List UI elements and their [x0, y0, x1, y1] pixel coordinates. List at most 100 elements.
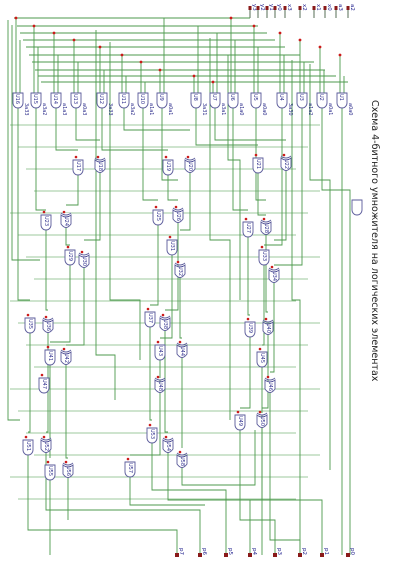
adder-gate-u26: U26: [172, 207, 184, 223]
junction-dots: [14, 16, 342, 464]
input-pin-x0: x0: [323, 4, 332, 11]
output-pin-p3: p3: [273, 548, 282, 557]
gate-sub: a1a2: [307, 103, 313, 116]
input-pin-x2: x2: [298, 4, 307, 11]
schematic-title: Схема 4-битного умножителя на логических…: [369, 100, 380, 382]
adder-gate-u21: U21: [252, 157, 264, 174]
gate-name: U50: [259, 416, 265, 426]
adder-gate-u27: U27: [242, 221, 254, 238]
gate-name: U21: [255, 159, 261, 169]
adder-gate-u42: U42: [60, 349, 72, 365]
output-label: p4: [251, 548, 257, 555]
output-pin-p0: p0: [346, 548, 355, 557]
output-label: p3: [276, 548, 282, 555]
gate-sub: a0a3: [81, 103, 87, 116]
output-pin-p4: p4: [248, 548, 257, 557]
gate-name: U4: [278, 94, 284, 101]
adder-gate-u28: U28: [260, 219, 272, 235]
gate-name: U30: [81, 256, 87, 266]
adder-gate-u52: U52: [40, 437, 52, 453]
input-label: a3: [337, 4, 343, 11]
gate-name: U51: [25, 441, 31, 451]
adder-gate-u51: U51: [22, 439, 34, 456]
adder-gate-u57: U57: [124, 461, 136, 478]
gate-sub: a1a0: [238, 103, 244, 116]
gate-name: U58: [179, 456, 185, 466]
gate-sub: a3a1: [220, 103, 226, 116]
output-label: p5: [227, 548, 233, 555]
gate-name: U16: [14, 94, 20, 104]
gate-name: U47: [41, 379, 47, 389]
output-label: p6: [201, 548, 207, 555]
adder-gate-u55: U55: [44, 464, 56, 481]
adder-gate-u48: U48: [154, 377, 166, 393]
adder-gate-u43: U43: [154, 344, 166, 361]
adder-gate-u38: U38: [159, 315, 171, 331]
input-label: x2: [301, 4, 307, 11]
adder-gate-u46: U46: [264, 377, 276, 393]
adder-gate-u39: U39: [244, 321, 256, 338]
adder-gate-u18: U18: [94, 157, 106, 173]
gate-name: U9: [158, 94, 164, 101]
adder-gate-u58: U58: [176, 452, 188, 468]
adder-gate-u33: U33: [258, 249, 270, 266]
adder-gate-u34: U34: [268, 267, 280, 283]
adder-gate-u36: U36: [42, 317, 54, 333]
gate-name: U40: [265, 323, 271, 333]
input-label: a2: [349, 4, 355, 11]
gate-name: U39: [247, 323, 253, 333]
gate-sub: 3a33: [107, 103, 113, 116]
adder-gate-u30: U30: [78, 252, 90, 268]
gate-name: U46: [267, 381, 273, 391]
gate-name: U1: [338, 94, 344, 101]
gate-name: U35: [27, 319, 33, 329]
input-pin-x1: x1: [312, 4, 321, 11]
adder-gate-u25: U25: [152, 209, 164, 226]
gate-sub: 3a33: [23, 103, 29, 116]
adder-gate-u37: U37: [144, 311, 156, 328]
input-pin-y2: y2: [256, 4, 265, 11]
gate-name: U33: [261, 251, 267, 261]
gate-name: U45: [259, 353, 265, 363]
input-pin-y0: y0: [273, 4, 282, 11]
gate-sub: a3a2: [129, 103, 135, 116]
input-pin-a2: a2: [346, 4, 355, 11]
gate-name: U13: [72, 94, 78, 104]
gate-name: U25: [155, 211, 161, 221]
adder-gate-u17: U17: [72, 159, 84, 176]
input-label: y2: [259, 4, 265, 11]
gate-name: U31: [169, 241, 175, 251]
gate-name: U57: [127, 463, 133, 473]
gate-name: U34: [271, 271, 277, 281]
adder-gate-u47: U47: [38, 377, 50, 394]
gate-name: U26: [175, 211, 181, 221]
gate-name: U27: [245, 223, 251, 233]
gate-name: U28: [263, 223, 269, 233]
input-pin-y1: y1: [265, 4, 274, 11]
adder-gate-u19: U19: [162, 159, 174, 176]
input-pin-x3: x3: [283, 4, 292, 11]
input-pin-a3: a3: [334, 4, 343, 11]
adder-gate-u29: U29: [64, 249, 76, 266]
gate-name: U7: [211, 94, 217, 101]
gate-sub: a0a0: [261, 103, 267, 116]
gate-name: U5: [252, 94, 258, 101]
gate-array: U163a33U15a3a2U14a1a3U13a0a3U123a33U11a3…: [12, 92, 363, 481]
gate-sub: a0a0: [347, 103, 353, 116]
gate-name: U43: [157, 346, 163, 356]
gate-name: U18: [97, 161, 103, 171]
gate-name: U6: [229, 94, 235, 101]
gate-sub: a1a1: [148, 103, 154, 116]
